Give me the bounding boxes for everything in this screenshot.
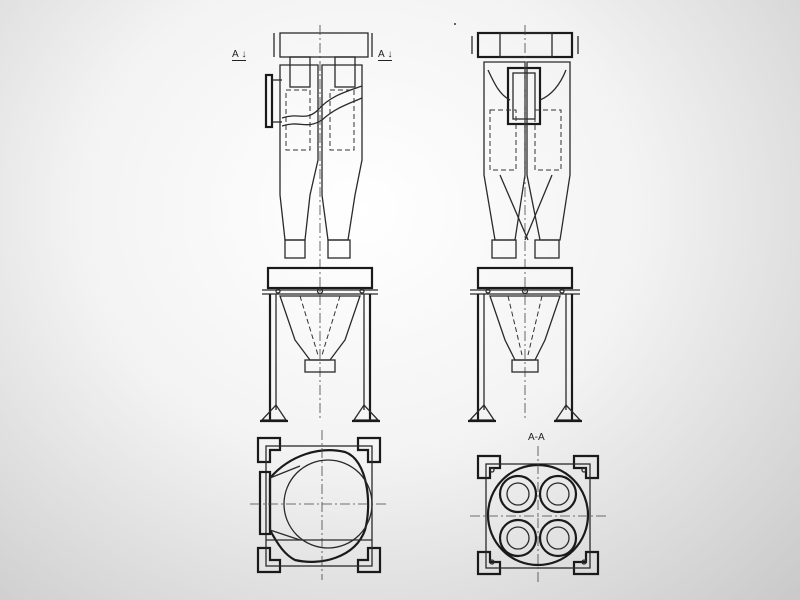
top-manifold xyxy=(279,32,369,58)
inlet-flange xyxy=(264,73,274,129)
support-legs-side xyxy=(468,294,582,423)
section-label-left: A ↓ xyxy=(232,49,247,61)
cyclone-rings xyxy=(498,474,578,558)
cyclone-body-left xyxy=(279,64,319,259)
section-a-a-view xyxy=(470,446,606,584)
outlet-box xyxy=(506,66,542,126)
section-label-right: A ↓ xyxy=(378,49,393,61)
cyclone-bodies-side xyxy=(483,61,571,259)
cyclone-body-right xyxy=(321,64,363,259)
cyclone-plan-shell xyxy=(268,449,370,563)
section-view-title: A-A xyxy=(528,432,545,443)
side-elevation-view xyxy=(468,25,582,423)
front-elevation-view xyxy=(260,25,380,423)
support-legs-front xyxy=(260,294,380,423)
plan-view-left xyxy=(250,430,388,580)
